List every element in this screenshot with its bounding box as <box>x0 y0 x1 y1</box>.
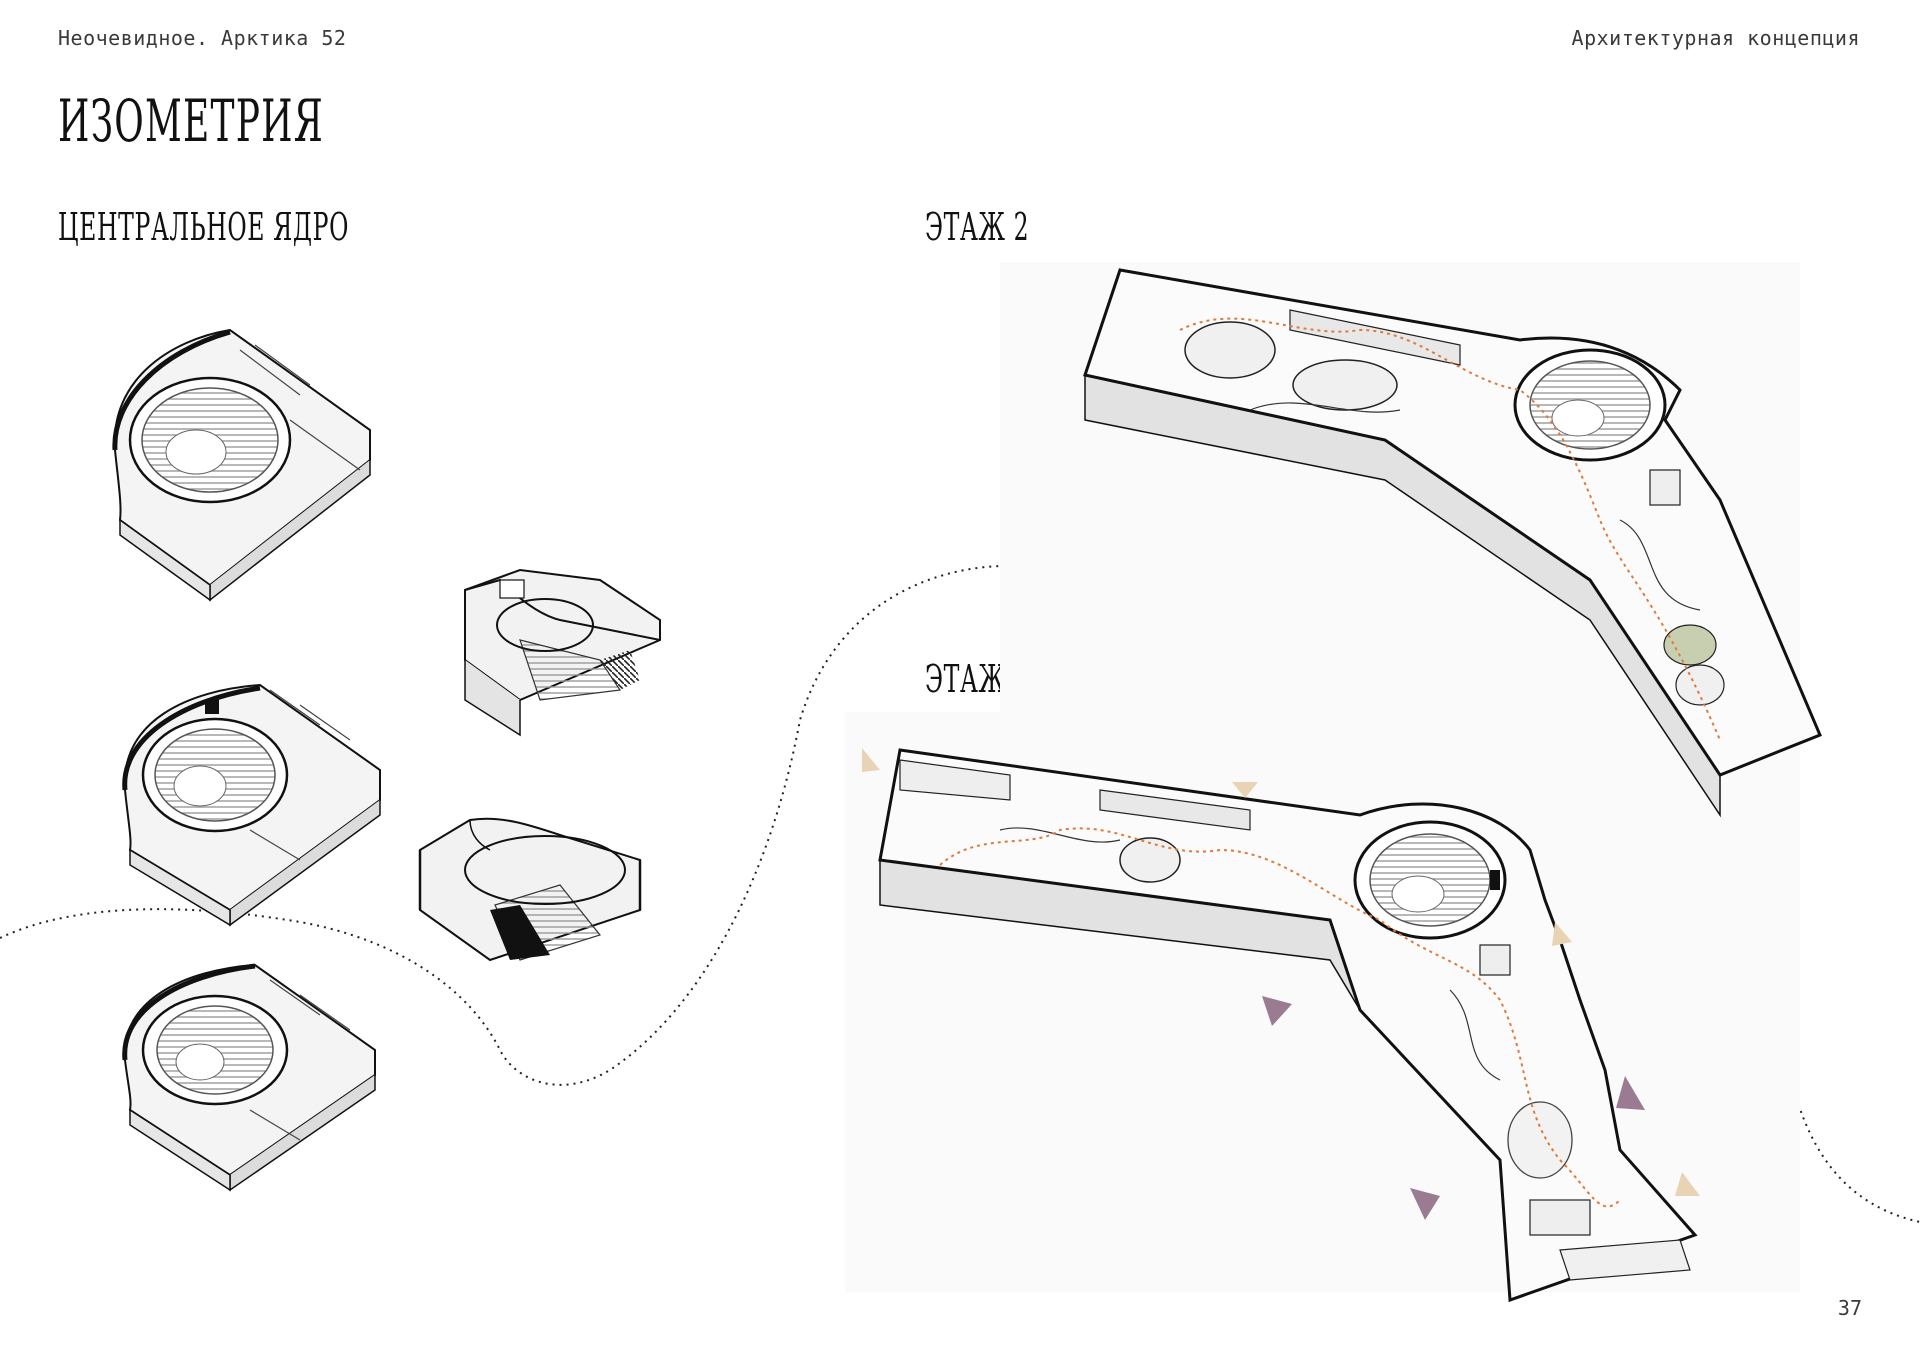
document-header-left: Неочевидное. Арктика 52 <box>58 26 347 50</box>
floor-2-plan <box>1083 268 1822 818</box>
page-number: 37 <box>1837 1296 1862 1320</box>
marker-triangle <box>1262 996 1292 1026</box>
section-title-core: ЦЕНТРАЛЬНОЕ ЯДРО <box>58 205 350 249</box>
floor-1-route <box>939 827 1621 1208</box>
marker-triangle <box>1616 1076 1645 1110</box>
core-section-1 <box>464 568 661 737</box>
core-section-2 <box>418 817 642 962</box>
core-module-2 <box>122 683 381 927</box>
page-title: ИЗОМЕТРИЯ <box>58 87 325 155</box>
section-title-floor2: ЭТАЖ 2 <box>925 205 1030 249</box>
core-module-1 <box>112 328 371 602</box>
marker-triangle <box>1410 1188 1440 1220</box>
marker-triangle <box>1232 782 1258 798</box>
floor-1-plan <box>878 748 1698 1303</box>
marker-triangle <box>1675 1172 1700 1196</box>
core-module-3 <box>122 963 376 1192</box>
document-header-right: Архитектурная концепция <box>1571 26 1860 50</box>
marker-triangle <box>1552 922 1572 946</box>
marker-triangle <box>862 748 880 772</box>
